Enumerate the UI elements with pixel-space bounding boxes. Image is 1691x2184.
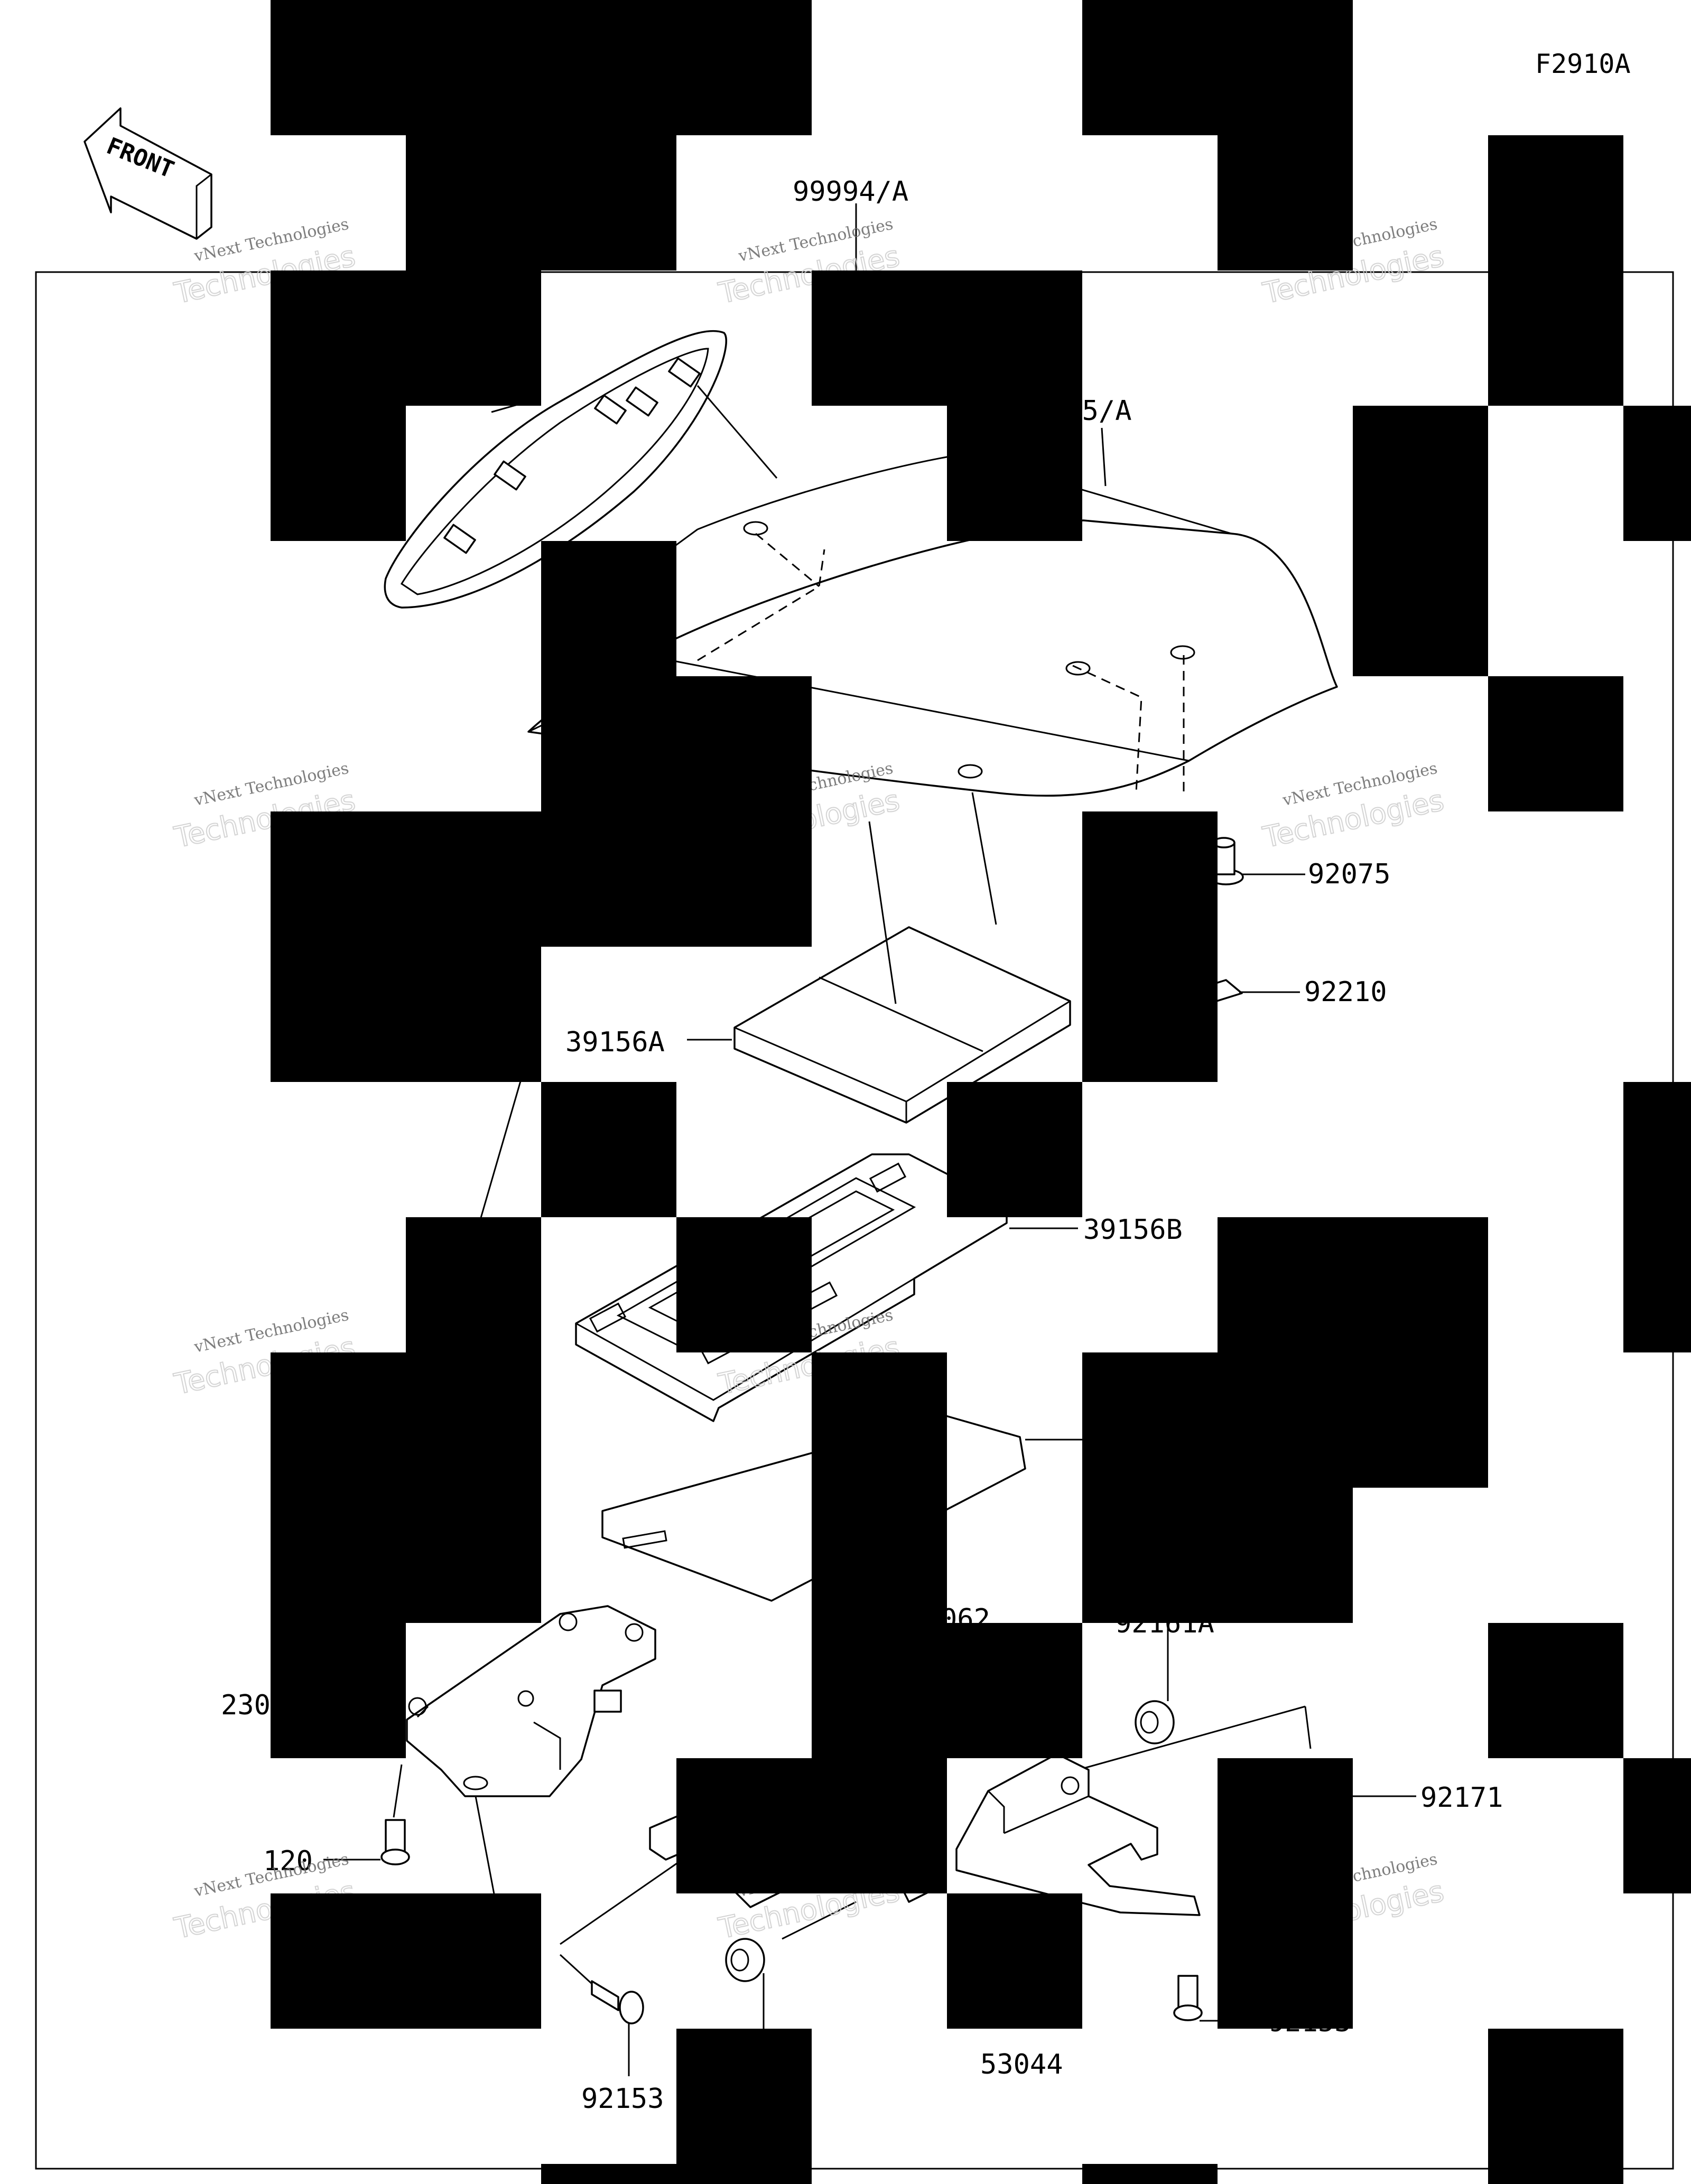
redaction-block	[271, 270, 541, 406]
redaction-block	[1353, 406, 1488, 676]
redaction-block	[271, 1623, 406, 1758]
redaction-block	[1623, 406, 1691, 541]
callout-92075: 92075	[1308, 858, 1391, 890]
redaction-block	[271, 1893, 541, 2029]
redaction-block	[1218, 135, 1353, 270]
callout-99994-a: 99994/A	[793, 176, 908, 208]
bolt-92153-right-part	[1173, 1975, 1203, 2021]
redaction-block	[812, 270, 1082, 406]
redaction-block	[947, 406, 1082, 541]
redaction-block	[271, 406, 406, 541]
callout-39156b: 39156B	[1083, 1214, 1183, 1246]
redaction-block	[541, 2164, 676, 2184]
redaction-block	[1082, 2164, 1218, 2184]
redaction-block	[541, 1082, 676, 1217]
callout-230: 230	[221, 1690, 271, 1721]
redaction-block	[1082, 811, 1218, 1082]
bolt-92153-left-part	[591, 1980, 644, 2024]
redaction-block	[541, 541, 676, 947]
grommet-92161a-part	[1135, 1700, 1175, 1744]
redaction-block	[1218, 1758, 1353, 2029]
redaction-block	[947, 1893, 1082, 2029]
redaction-block	[1488, 1623, 1623, 1758]
redaction-block	[676, 2029, 812, 2184]
bracket-right-part	[955, 1753, 1201, 1916]
bolt-120-part	[380, 1819, 410, 1865]
redaction-block	[676, 676, 812, 947]
redaction-block	[271, 0, 541, 135]
redaction-block	[676, 1217, 812, 1352]
callout-53044: 53044	[980, 2049, 1063, 2080]
redaction-block	[947, 1082, 1082, 1217]
redaction-block	[1488, 135, 1623, 406]
redaction-block	[1623, 1082, 1691, 1352]
callout-92210: 92210	[1304, 976, 1387, 1008]
grommet-center-part	[725, 1938, 765, 1982]
redaction-block	[541, 0, 812, 135]
diagram-code: F2910A	[1535, 49, 1631, 79]
front-arrow-icon: FRONT	[83, 107, 212, 240]
redaction-block	[1082, 1352, 1353, 1623]
redaction-block	[1082, 0, 1353, 135]
tail-light-part	[384, 330, 778, 609]
redaction-block	[1488, 2029, 1623, 2184]
redaction-block	[406, 135, 676, 270]
redaction-block	[812, 1352, 947, 1623]
redaction-block	[1623, 1758, 1691, 1893]
bracket-left-part	[406, 1605, 656, 1797]
redaction-block	[271, 811, 541, 1082]
redaction-blocks	[271, 0, 1691, 2184]
redaction-block	[676, 1758, 947, 1893]
callout-39156a: 39156A	[565, 1026, 665, 1058]
redaction-block	[812, 1623, 1082, 1758]
seat-pad-39156a-part	[733, 926, 1071, 1124]
callout-92153-left: 92153	[581, 2083, 664, 2115]
callout-120: 120	[263, 1845, 313, 1877]
redaction-block	[1488, 676, 1623, 811]
callout-92171: 92171	[1420, 1782, 1503, 1814]
redaction-block	[271, 1352, 541, 1623]
